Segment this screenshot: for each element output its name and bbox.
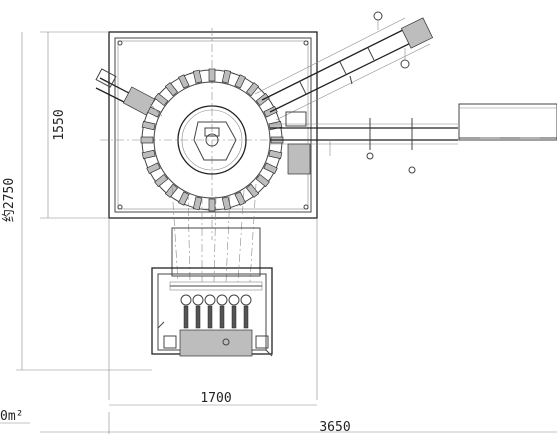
- dim-width-total: 3650: [319, 420, 350, 434]
- turret-pocket: [234, 191, 246, 206]
- turret-pocket: [263, 162, 278, 174]
- turret-pocket: [255, 173, 270, 188]
- base-plate: [108, 31, 318, 219]
- turret-pocket: [268, 149, 283, 160]
- side-cabinet: [458, 103, 557, 141]
- turret-pocket: [154, 92, 169, 107]
- dim-width-lower: 1700: [200, 391, 231, 406]
- dim-height-total: 约2750: [2, 178, 17, 222]
- filling-unit: [151, 227, 273, 357]
- turret-pocket: [164, 82, 179, 97]
- inclined-conveyor: [254, 11, 434, 121]
- turret-pocket: [192, 196, 203, 211]
- turret-pocket: [178, 74, 190, 89]
- turret-pocket: [208, 198, 216, 212]
- dim-height-upper: 1550: [52, 109, 67, 140]
- outfeed-conveyor: [270, 111, 458, 175]
- turret-pocket: [146, 162, 161, 174]
- filling-heads: [180, 294, 252, 329]
- lower-frame: [108, 218, 318, 400]
- turret-pocket: [245, 82, 260, 97]
- area-label: 0m²: [0, 409, 23, 424]
- turret-pocket: [178, 191, 190, 206]
- turret-pocket: [164, 183, 179, 198]
- turret-pocket: [154, 173, 169, 188]
- turret-pocket: [234, 74, 246, 89]
- dimension-lines: [0, 31, 557, 434]
- turret-pocket: [221, 69, 232, 84]
- turret-pocket: [245, 183, 260, 198]
- turret-pocket: [141, 120, 156, 131]
- turret-pocket: [221, 196, 232, 211]
- turret-pocket: [141, 149, 156, 160]
- infeed-arm: [95, 68, 163, 117]
- turret-pocket: [140, 136, 154, 144]
- turret-pocket: [192, 69, 203, 84]
- turret-pocket: [208, 68, 216, 82]
